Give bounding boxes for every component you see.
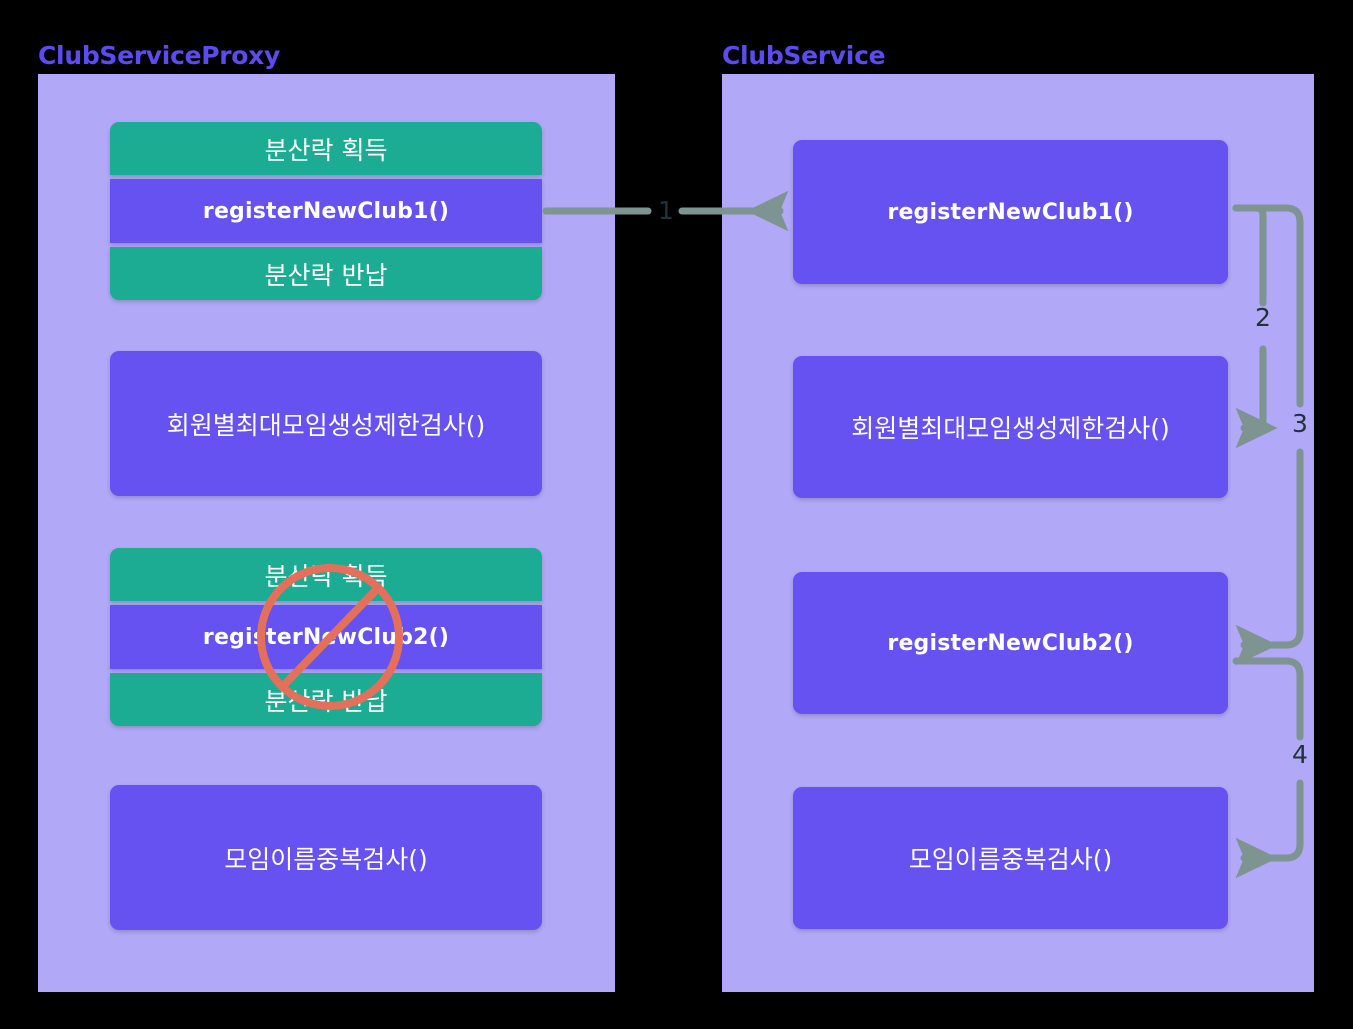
node-proxy-lock-release-1[interactable]: 분산락 반납 (110, 247, 542, 300)
panel-title-club-service: ClubService (722, 41, 886, 70)
panel-title-club-service-proxy: ClubServiceProxy (38, 41, 280, 70)
arrow-2-label: 2 (1255, 303, 1271, 332)
node-proxy-register-new-club-1[interactable]: registerNewClub1() (110, 179, 542, 243)
node-service-register-new-club-1[interactable]: registerNewClub1() (793, 140, 1228, 284)
arrow-4-label: 4 (1292, 740, 1308, 769)
node-service-club-name-duplicate-check[interactable]: 모임이름중복검사() (793, 787, 1228, 929)
node-service-register-new-club-2[interactable]: registerNewClub2() (793, 572, 1228, 714)
node-proxy-member-max-club-limit-check[interactable]: 회원별최대모임생성제한검사() (110, 351, 542, 496)
arrow-1-label: 1 (658, 196, 674, 225)
arrow-3-label: 3 (1292, 409, 1308, 438)
node-service-member-max-club-limit-check[interactable]: 회원별최대모임생성제한검사() (793, 356, 1228, 498)
node-proxy-lock-acquire-1[interactable]: 분산락 획득 (110, 122, 542, 175)
node-proxy-club-name-duplicate-check[interactable]: 모임이름중복검사() (110, 785, 542, 930)
node-proxy-lock-acquire-2[interactable]: 분산락 획득 (110, 548, 542, 601)
prohibition-sign-icon (257, 564, 403, 710)
